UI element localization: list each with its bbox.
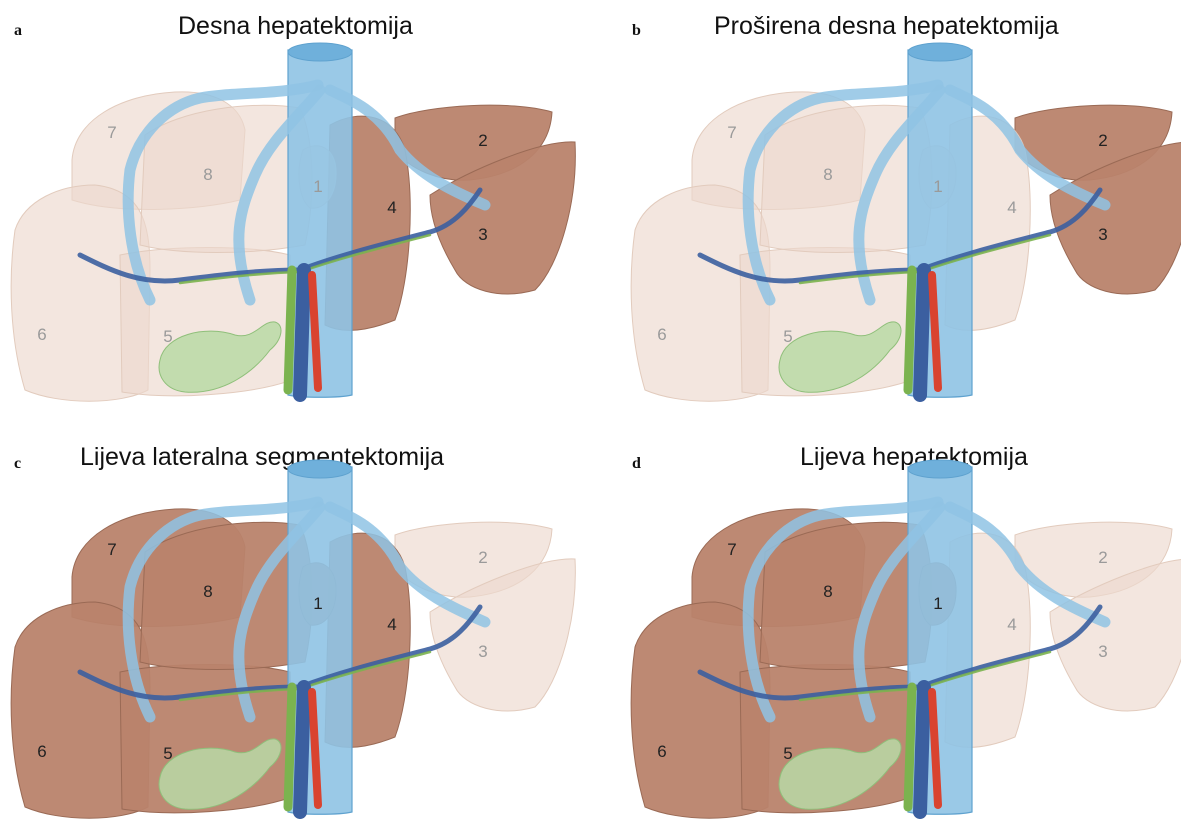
segment-label-5: 5 <box>783 327 792 346</box>
segment-label-8: 8 <box>823 165 832 184</box>
segment-label-7: 7 <box>107 123 116 142</box>
segment-label-7: 7 <box>727 123 736 142</box>
liver-diagram: 7 8 1 2 4 3 6 5 <box>620 0 1181 417</box>
segment-label-1: 1 <box>933 177 942 196</box>
portal-vein-trunk <box>920 687 924 812</box>
portal-vein-trunk <box>300 270 304 395</box>
segment-label-7: 7 <box>727 540 736 559</box>
segment-label-5: 5 <box>163 327 172 346</box>
segment-label-3: 3 <box>1098 225 1107 244</box>
segment-label-1: 1 <box>313 594 322 613</box>
common-bile-duct <box>908 270 912 390</box>
segment-label-6: 6 <box>657 742 666 761</box>
segment-label-5: 5 <box>163 744 172 763</box>
portal-vein-trunk <box>300 687 304 812</box>
ivc-opening-top <box>908 43 972 61</box>
ivc-opening-top <box>288 460 352 478</box>
segment-label-6: 6 <box>37 742 46 761</box>
segment-label-7: 7 <box>107 540 116 559</box>
portal-vein-trunk <box>920 270 924 395</box>
segment-label-4: 4 <box>387 615 396 634</box>
segment-label-4: 4 <box>387 198 396 217</box>
segment-label-4: 4 <box>1007 615 1016 634</box>
segment-label-5: 5 <box>783 744 792 763</box>
segment-label-8: 8 <box>203 165 212 184</box>
segment-label-2: 2 <box>1098 548 1107 567</box>
segment-label-1: 1 <box>933 594 942 613</box>
ivc-opening-top <box>908 460 972 478</box>
segment-label-2: 2 <box>478 131 487 150</box>
segment-label-4: 4 <box>1007 198 1016 217</box>
segment-label-6: 6 <box>37 325 46 344</box>
segment-label-3: 3 <box>478 642 487 661</box>
segment-label-3: 3 <box>1098 642 1107 661</box>
ivc-opening-top <box>288 43 352 61</box>
segment-label-6: 6 <box>657 325 666 344</box>
segment-label-3: 3 <box>478 225 487 244</box>
liver-diagram: 7 8 1 2 4 3 6 5 <box>0 417 590 834</box>
segment-label-8: 8 <box>823 582 832 601</box>
common-bile-duct <box>908 687 912 807</box>
segment-label-1: 1 <box>313 177 322 196</box>
liver-diagram: 7 8 1 2 4 3 6 5 <box>0 0 590 417</box>
segment-label-2: 2 <box>1098 131 1107 150</box>
common-bile-duct <box>288 687 292 807</box>
liver-diagram: 7 8 1 2 4 3 6 5 <box>620 417 1181 834</box>
segment-label-2: 2 <box>478 548 487 567</box>
common-bile-duct <box>288 270 292 390</box>
segment-label-8: 8 <box>203 582 212 601</box>
